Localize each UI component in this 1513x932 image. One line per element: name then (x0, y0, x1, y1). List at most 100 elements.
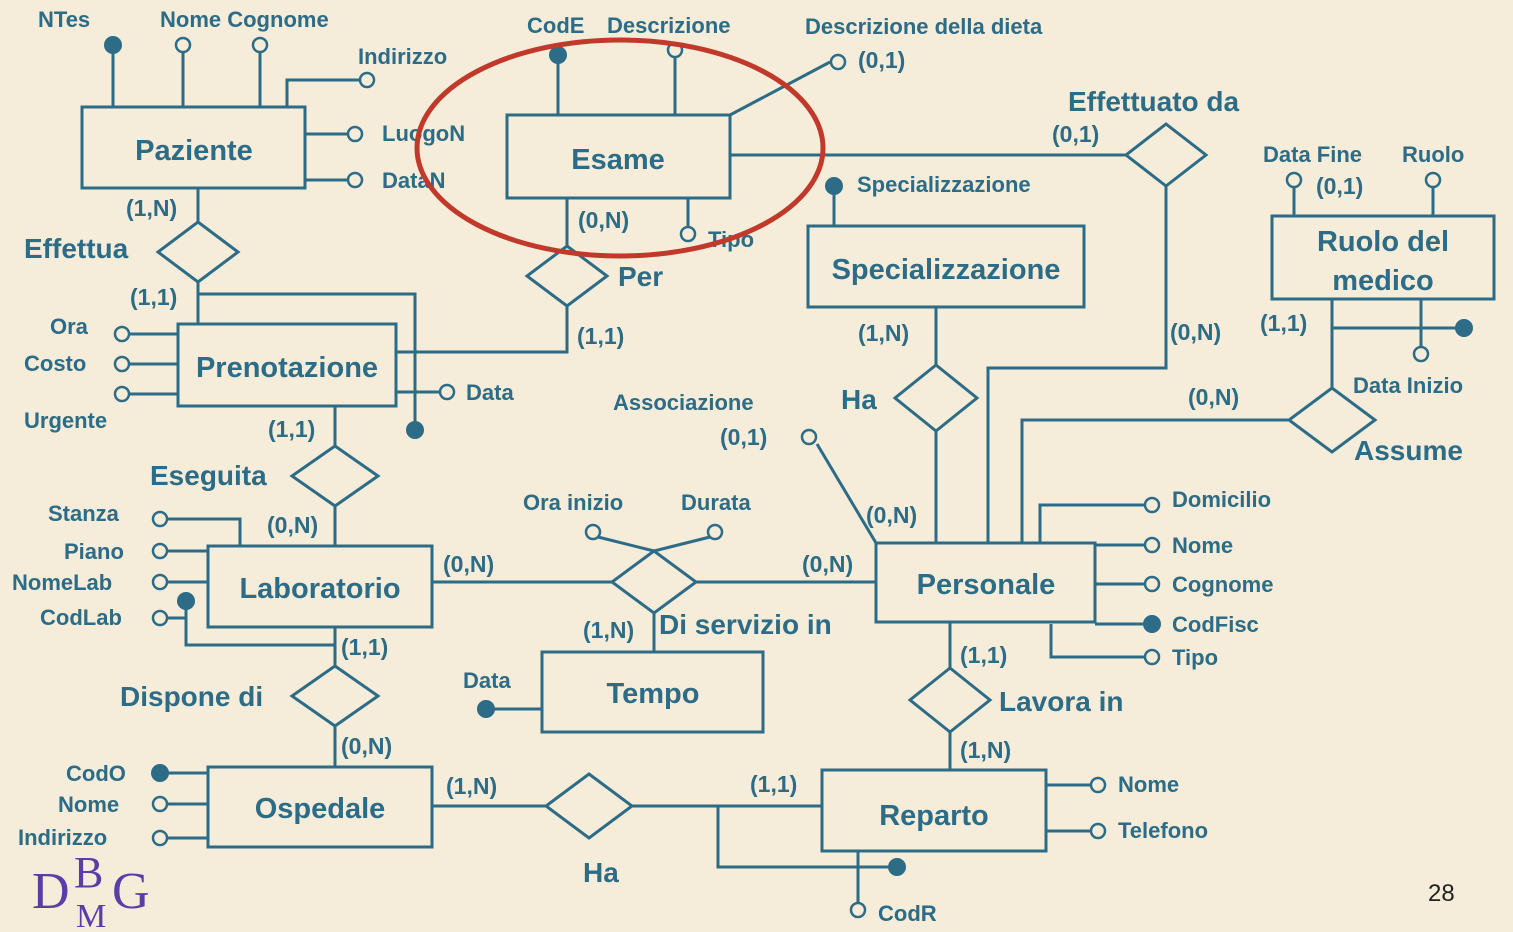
attribute-ora-inizio: Ora inizio (523, 490, 623, 541)
cardinality-label: (0,1) (1052, 121, 1099, 147)
relationship-effettuato-da: Effettuato da (1068, 86, 1240, 188)
logo-letter-g: G (112, 863, 150, 920)
relationship-dispone-di: Dispone di (120, 664, 381, 728)
attribute-descrizione-dieta: Descrizione della dieta (805, 14, 1043, 71)
attribute-costo: Costo (24, 351, 131, 376)
attribute-key-laboratorio (177, 592, 195, 610)
svg-text:Data Inizio: Data Inizio (1353, 373, 1463, 398)
attribute-data-prenotazione: Data (438, 380, 514, 405)
svg-text:Data: Data (463, 668, 511, 693)
entity-paziente: Paziente (80, 105, 307, 190)
svg-text:Costo: Costo (24, 351, 86, 376)
relationship-lavora-in: Lavora in (907, 666, 1123, 734)
svg-text:Tipo: Tipo (1172, 645, 1218, 670)
cardinality-label: (0,N) (866, 502, 917, 528)
attribute-associazione: Associazione (613, 390, 818, 446)
relationship-label: Dispone di (120, 681, 263, 712)
cardinality-label: (1,N) (583, 617, 634, 643)
svg-text:Data Fine: Data Fine (1263, 142, 1362, 167)
page-number: 28 (1428, 880, 1455, 907)
attribute-codo: CodO (66, 761, 169, 786)
logo-letter-b: B (74, 848, 103, 897)
attribute-domicilio: Domicilio (1143, 487, 1271, 514)
cardinality-label: (1,1) (1260, 310, 1307, 336)
relationship-di-servizio-in: Di servizio in (609, 549, 832, 640)
svg-text:Ora: Ora (50, 314, 89, 339)
entity-label: Tempo (607, 678, 700, 710)
attribute-ruolo: Ruolo (1402, 142, 1464, 189)
entity-specializzazione: Specializzazione (806, 224, 1086, 309)
attribute-nome-personale: Nome (1143, 533, 1233, 558)
attribute-telefono-reparto: Telefono (1089, 818, 1208, 843)
relationship-ha-reparto: Ha (543, 772, 635, 888)
svg-text:CodE: CodE (527, 13, 584, 38)
entity-esame: Esame (505, 113, 732, 200)
svg-text:Piano: Piano (64, 539, 124, 564)
svg-text:CodR: CodR (878, 901, 937, 926)
entity-ruolo-del-medico: Ruolo del medico (1270, 214, 1496, 301)
svg-text:NTes: NTes (38, 7, 90, 32)
attribute-indirizzo-paziente: Indirizzo (358, 44, 447, 89)
attribute-nome-ospedale: Nome (58, 792, 169, 817)
attribute-tipo-personale: Tipo (1143, 645, 1218, 670)
svg-text:NomeLab: NomeLab (12, 570, 112, 595)
attribute-stanza: Stanza (48, 501, 169, 528)
attribute-key-reparto (888, 858, 906, 876)
attribute-descrizione: Descrizione (607, 13, 731, 59)
logo-letter-m: M (76, 898, 106, 927)
entity-label: Ospedale (255, 793, 386, 825)
entity-laboratorio: Laboratorio (206, 544, 434, 629)
entity-personale: Personale (874, 541, 1097, 624)
svg-text:Associazione: Associazione (613, 390, 754, 415)
cardinality-label: (0,N) (578, 207, 629, 233)
attribute-ora: Ora (50, 314, 131, 343)
entity-label: Personale (917, 569, 1056, 601)
relationship-label: Assume (1354, 435, 1463, 466)
svg-text:Nome: Nome (1118, 772, 1179, 797)
entity-label: Paziente (135, 135, 253, 167)
relationship-label: Ha (583, 857, 619, 888)
attributes: NTes Nome Cognome Indirizzo LuogoN DataN… (12, 7, 1473, 926)
cardinality-label: (1,1) (130, 284, 177, 310)
attribute-cognome-personale: Cognome (1143, 572, 1273, 597)
cardinality-label: (1,1) (750, 771, 797, 797)
svg-text:Nome Cognome: Nome Cognome (160, 7, 329, 32)
relationship-label: Eseguita (150, 460, 267, 491)
entity-reparto: Reparto (820, 768, 1048, 853)
attribute-nome-cognome: Nome Cognome (160, 7, 329, 54)
svg-text:Indirizzo: Indirizzo (358, 44, 447, 69)
cardinality-label: (1,N) (126, 195, 177, 221)
svg-text:Cognome: Cognome (1172, 572, 1273, 597)
attribute-codr: CodR (849, 901, 937, 926)
cardinality-label: (0,1) (1316, 173, 1363, 199)
svg-text:Ora inizio: Ora inizio (523, 490, 623, 515)
attribute-durata: Durata (681, 490, 751, 541)
attribute-nomelab: NomeLab (12, 570, 169, 595)
logo-letter-d: D (32, 863, 70, 920)
attribute-indirizzo-ospedale: Indirizzo (18, 825, 169, 850)
cardinality-label: (0,N) (802, 551, 853, 577)
svg-text:Durata: Durata (681, 490, 751, 515)
attribute-code: CodE (527, 13, 584, 64)
attribute-codlab: CodLab (40, 605, 169, 630)
relationship-label: Ha (841, 384, 877, 415)
svg-text:Indirizzo: Indirizzo (18, 825, 107, 850)
cardinality-label: (1,N) (960, 737, 1011, 763)
cardinalities: (1,N) (1,1) (0,N) (1,1) (0,1) (0,N) (0,1… (126, 47, 1363, 799)
dbg-logo: D B M G (32, 848, 150, 932)
relationship-label: Lavora in (999, 686, 1123, 717)
attribute-codfisc: CodFisc (1143, 612, 1259, 637)
svg-text:Nome: Nome (1172, 533, 1233, 558)
cardinality-label: (0,N) (1188, 384, 1239, 410)
svg-text:Nome: Nome (58, 792, 119, 817)
entity-tempo: Tempo (540, 650, 765, 734)
attribute-luogon: LuogoN (346, 121, 465, 146)
entity-label-line2: medico (1332, 265, 1434, 297)
svg-text:DataN: DataN (382, 168, 446, 193)
attribute-nome-reparto: Nome (1089, 772, 1179, 797)
attribute-urgente: Urgente (24, 385, 131, 433)
cardinality-label: (0,N) (443, 551, 494, 577)
svg-text:CodLab: CodLab (40, 605, 122, 630)
attribute-data-inizio: Data Inizio (1353, 345, 1463, 398)
